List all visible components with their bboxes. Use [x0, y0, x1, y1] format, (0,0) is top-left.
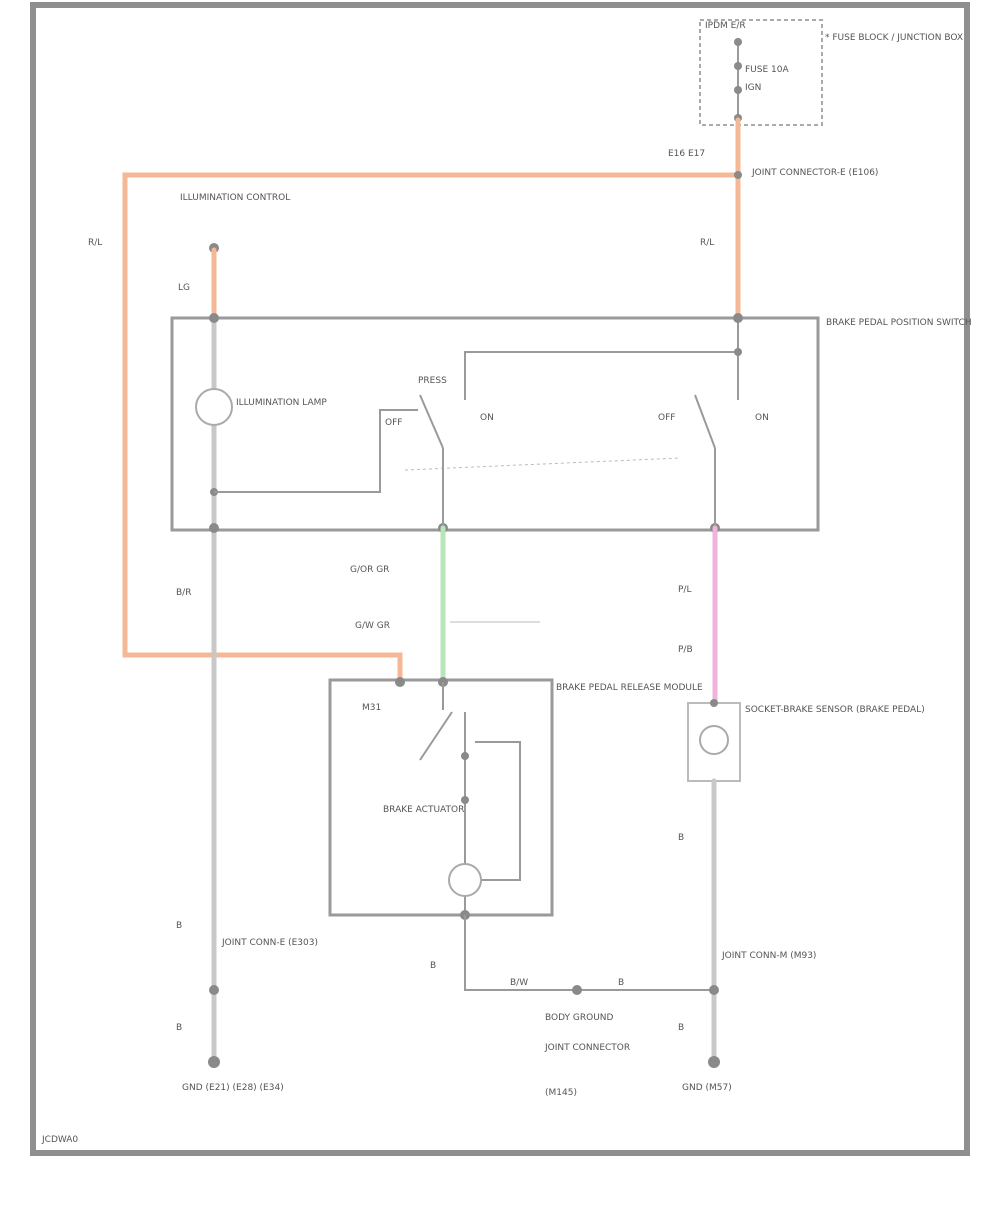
brake-switch-label: BRAKE PEDAL POSITION SWITCH — [826, 318, 972, 328]
wire-b-bottom-right: B — [678, 1023, 684, 1033]
ipdm-desc: * FUSE BLOCK / JUNCTION BOX — [825, 33, 963, 43]
fuse-label: FUSE 10A — [745, 65, 789, 75]
wire-b-right: B — [678, 833, 684, 843]
switch-right — [694, 394, 716, 449]
wire-b-bottom-left: B — [176, 1023, 182, 1033]
joint-connector-label: JOINT CONNECTOR-E (E106) — [751, 168, 878, 178]
ground-mid2: JOINT CONNECTOR — [544, 1043, 630, 1053]
ground-right-label: GND (M57) — [682, 1083, 732, 1093]
diagram-frame — [30, 2, 970, 1156]
figure-id: JCDWA0 — [41, 1135, 78, 1145]
wire-b-mid2: B/W — [510, 978, 528, 988]
sw-left-on: ON — [480, 413, 494, 423]
wire-lg-right: R/L — [700, 238, 714, 248]
sensor-symbol — [699, 725, 729, 755]
ground-left-icon — [208, 1056, 220, 1068]
ground-left-label: GND (E21) (E28) (E34) — [182, 1083, 284, 1093]
sw-right-off: OFF — [658, 413, 675, 423]
wire-green-1: G/OR GR — [350, 565, 389, 575]
illum-source-label: ILLUMINATION CONTROL — [180, 193, 290, 203]
ground-mid3: (M145) — [545, 1088, 577, 1098]
wire-lg-left: LG — [178, 283, 190, 293]
connector-top: E16 E17 — [668, 149, 705, 159]
ground-mid: BODY GROUND — [545, 1013, 614, 1023]
illum-lamp — [195, 388, 233, 426]
wire-pink-2: P/B — [678, 645, 693, 655]
joint-right: JOINT CONN-M (M93) — [721, 951, 816, 961]
module-pin: M31 — [362, 703, 381, 713]
wire-green-2: G/W GR — [355, 621, 390, 631]
wire-pink-1: P/L — [678, 585, 691, 595]
ipdm-header: IPDM E/R — [705, 21, 746, 31]
bottom-ground-wire — [464, 915, 714, 991]
sw-left-top: PRESS — [418, 376, 447, 386]
ipdm-box — [699, 19, 823, 126]
sw-left-off: OFF — [385, 418, 402, 428]
wire-b-mid3: B — [618, 978, 624, 988]
switch-left — [419, 394, 444, 449]
module-label: BRAKE PEDAL RELEASE MODULE — [556, 683, 703, 693]
actuator-motor — [448, 863, 482, 897]
ground-right-icon — [708, 1056, 720, 1068]
wire-gr-left: B/R — [176, 588, 191, 598]
sensor-label: SOCKET-BRAKE SENSOR (BRAKE PEDAL) — [745, 705, 925, 715]
wire-b-left: B — [176, 921, 182, 931]
illum-lamp-label: ILLUMINATION LAMP — [236, 398, 327, 408]
actuator-label: BRAKE ACTUATOR — [383, 805, 464, 815]
wire-b-mid: B — [430, 961, 436, 971]
orange-wire-loop — [122, 172, 741, 683]
sw-right-on: ON — [755, 413, 769, 423]
ign-label: IGN — [745, 83, 761, 93]
brake-switch-block — [170, 316, 820, 532]
joint-left: JOINT CONN-E (E303) — [221, 938, 318, 948]
wire-lg-left-color: R/L — [88, 238, 102, 248]
